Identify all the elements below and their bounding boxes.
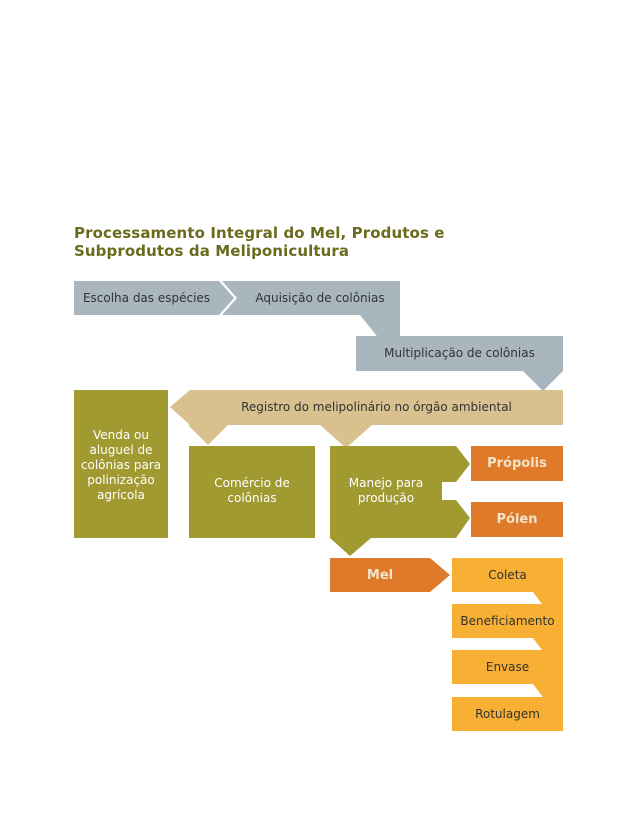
comercio-label: Comércio de colônias — [214, 476, 290, 505]
mel-label: Mel — [366, 567, 394, 583]
multiplicacao-label: Multiplicação de colônias — [384, 346, 535, 360]
registro-arrow-mid — [320, 425, 372, 448]
manejo-label: Manejo para produção — [348, 476, 424, 505]
comercio-shape — [189, 446, 315, 538]
registro-shape — [170, 390, 563, 425]
manejo-to-propolis-arrow — [442, 446, 470, 482]
coleta-label: Coleta — [488, 567, 527, 582]
rotulagem-label: Rotulagem — [475, 706, 540, 721]
aquisicao-shape — [222, 281, 400, 330]
propolis-label: Própolis — [487, 456, 547, 471]
manejo-shape — [330, 446, 442, 556]
aquisicao-label: Aquisição de colônias — [255, 290, 385, 305]
multiplicacao-arrow — [523, 371, 563, 391]
escolha-label: Escolha das espécies — [82, 290, 211, 305]
venda-label: Venda ou aluguel de colônias para polini… — [80, 427, 162, 502]
polen-label: Pólen — [496, 512, 538, 527]
mel-shape — [330, 558, 450, 592]
coleta-shape — [452, 558, 563, 592]
registro-label: Registro do melipolinário no órgão ambie… — [241, 400, 512, 414]
propolis-shape — [471, 446, 563, 481]
beneficiamento-label: Beneficiamento — [460, 613, 555, 628]
escolha-shape — [74, 281, 234, 315]
polen-shape — [471, 502, 563, 537]
envase-shape — [452, 650, 563, 684]
envase-label: Envase — [485, 659, 530, 674]
venda-shape — [74, 390, 168, 538]
rotulagem-shape — [452, 697, 563, 731]
manejo-to-polen-arrow — [442, 500, 470, 538]
aquisicao-arrow — [360, 315, 400, 340]
multiplicacao-shape — [356, 336, 563, 371]
beneficiamento-shape — [452, 604, 563, 638]
diagram-title: Processamento Integral do Mel, Produtos … — [74, 224, 445, 260]
registro-arrow-left — [188, 425, 228, 445]
